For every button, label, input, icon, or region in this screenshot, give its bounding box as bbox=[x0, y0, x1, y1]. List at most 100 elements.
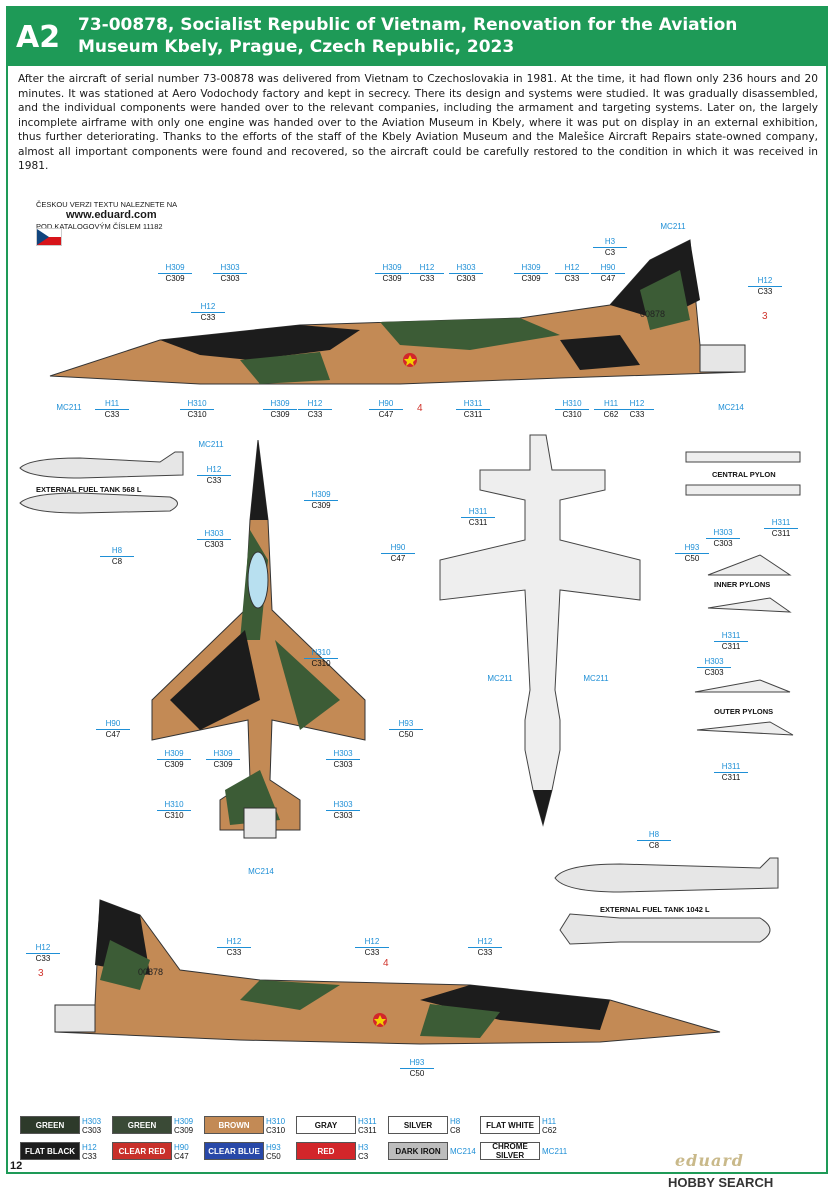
side-view-right: 00878 bbox=[54, 899, 721, 1045]
callout-c: C309 bbox=[213, 760, 233, 769]
paint-code-h: H8 bbox=[450, 1117, 461, 1126]
callout-h: H93 bbox=[400, 1058, 434, 1069]
callout-h: H12 bbox=[620, 399, 654, 410]
serial-top: 00878 bbox=[640, 309, 665, 319]
callout-c: C311 bbox=[468, 518, 488, 527]
paint-swatch: GRAY bbox=[296, 1116, 356, 1134]
callout-c: C303 bbox=[713, 539, 733, 548]
page-header: A2 73-00878, Socialist Republic of Vietn… bbox=[8, 8, 826, 66]
callout-c: C3 bbox=[604, 248, 616, 257]
callout-h: H8 bbox=[637, 830, 671, 841]
callout-c: C8 bbox=[111, 557, 123, 566]
callout-c: C47 bbox=[600, 274, 616, 283]
callout-h: H93 bbox=[389, 719, 423, 730]
callout-c: C310 bbox=[311, 659, 331, 668]
callout-h: H12 bbox=[217, 937, 251, 948]
stencil-number: 4 bbox=[417, 403, 423, 414]
label-central-pylon: CENTRAL PYLON bbox=[712, 470, 776, 479]
callout-h: H11 bbox=[95, 399, 129, 410]
paint-code-c: C33 bbox=[82, 1152, 97, 1161]
callout-c: C310 bbox=[164, 811, 184, 820]
callout-c: C310 bbox=[562, 410, 582, 419]
paint-code-h: H309 bbox=[174, 1117, 194, 1126]
callout-h: H12 bbox=[191, 302, 225, 313]
pylons bbox=[685, 451, 801, 736]
czech-note-url[interactable]: www.eduard.com bbox=[66, 209, 157, 221]
callout-h: H303 bbox=[706, 528, 740, 539]
callout-h: H309 bbox=[514, 263, 548, 274]
callout-c: C33 bbox=[35, 954, 51, 963]
fuel-tank-568 bbox=[19, 451, 184, 514]
paint-code-h: H3 bbox=[358, 1143, 369, 1152]
callout-c: C62 bbox=[603, 410, 619, 419]
fuel-tank-1042 bbox=[554, 857, 779, 945]
czech-note-line1: ČESKOU VERZI TEXTU NALEZNETE NA bbox=[36, 200, 178, 209]
stencil-number: 4 bbox=[383, 958, 389, 969]
callout-h: H12 bbox=[555, 263, 589, 274]
callout-c: C33 bbox=[200, 313, 216, 322]
paint-code-c: MC211 bbox=[542, 1147, 568, 1156]
paint-swatch: DARK IRON bbox=[388, 1142, 448, 1160]
callout-h: H90 bbox=[96, 719, 130, 730]
callout-c: C303 bbox=[704, 668, 724, 677]
page-number: 12 bbox=[10, 1160, 23, 1172]
callout-c: C309 bbox=[270, 410, 290, 419]
callout-c: C47 bbox=[378, 410, 394, 419]
callout-c: C33 bbox=[757, 287, 773, 296]
metal-callout: MC214 bbox=[248, 867, 274, 876]
callout-h: H303 bbox=[697, 657, 731, 668]
callout-c: C33 bbox=[226, 948, 242, 957]
stencil-number: 3 bbox=[762, 311, 768, 322]
paint-swatch: FLAT BLACK bbox=[20, 1142, 80, 1160]
callout-h: H93 bbox=[675, 543, 709, 554]
paint-code-h: H93 bbox=[266, 1143, 281, 1152]
callout-c: C47 bbox=[105, 730, 121, 739]
paint-swatch: CLEAR BLUE bbox=[204, 1142, 264, 1160]
callout-h: H310 bbox=[555, 399, 589, 410]
callout-c: C33 bbox=[629, 410, 645, 419]
callout-h: H303 bbox=[197, 529, 231, 540]
top-view bbox=[151, 439, 366, 839]
callout-h: H310 bbox=[180, 399, 214, 410]
paint-code-c: C8 bbox=[450, 1126, 461, 1135]
metal-callout: MC214 bbox=[718, 403, 744, 412]
paint-swatch: GREEN bbox=[20, 1116, 80, 1134]
label-fuel-tank-568: EXTERNAL FUEL TANK 568 L bbox=[36, 485, 142, 494]
callout-h: H12 bbox=[197, 465, 231, 476]
callout-c: C311 bbox=[721, 773, 741, 782]
metal-callout: MC211 bbox=[198, 440, 224, 449]
callout-h: H3 bbox=[593, 237, 627, 248]
paint-swatch: RED bbox=[296, 1142, 356, 1160]
callout-c: C8 bbox=[648, 841, 660, 850]
intro-text: After the aircraft of serial number 73-0… bbox=[18, 73, 818, 172]
side-view-left: 00878 bbox=[49, 239, 746, 385]
paint-codes: MC211 bbox=[542, 1143, 567, 1161]
callout-c: C33 bbox=[104, 410, 120, 419]
